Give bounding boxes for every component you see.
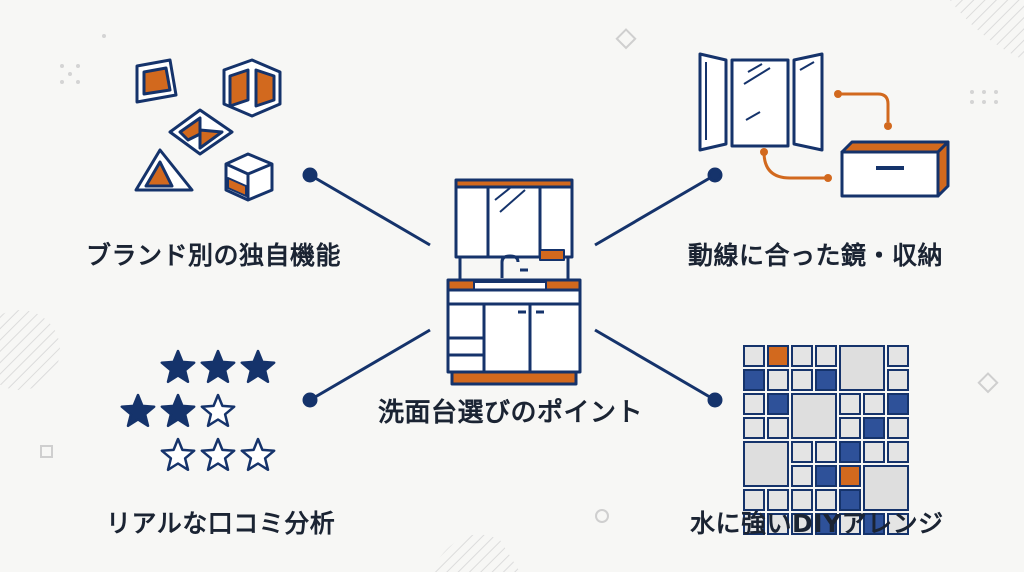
tile <box>815 465 837 487</box>
tile <box>887 369 909 391</box>
filled-star-icon <box>120 393 156 428</box>
empty-star-icon <box>200 437 236 472</box>
connector-diy <box>594 328 716 402</box>
tile <box>839 489 861 511</box>
tile <box>887 393 909 415</box>
tile <box>791 345 813 367</box>
tile <box>839 513 861 535</box>
tile <box>887 417 909 439</box>
tile <box>815 345 837 367</box>
tile <box>743 513 765 535</box>
connector-mirror <box>594 173 716 247</box>
tile <box>767 345 789 367</box>
tile <box>767 513 789 535</box>
large-tile <box>791 393 837 439</box>
tile <box>791 441 813 463</box>
tile <box>767 489 789 511</box>
connector-brand <box>309 173 431 247</box>
tile <box>863 441 885 463</box>
tile <box>839 465 861 487</box>
vanity-cabinet-icon <box>446 178 582 386</box>
tile-mosaic-icon <box>743 345 909 535</box>
filled-star-icon <box>160 349 196 384</box>
tile <box>887 441 909 463</box>
tile <box>767 417 789 439</box>
tile <box>815 369 837 391</box>
tile <box>815 489 837 511</box>
empty-star-icon <box>200 393 236 428</box>
tile <box>743 393 765 415</box>
tile <box>839 417 861 439</box>
mirror-storage-icon <box>698 52 950 198</box>
point-label-brand: ブランド別の独自機能 <box>86 241 342 270</box>
large-tile <box>863 465 909 511</box>
empty-star-icon <box>160 437 196 472</box>
tile <box>791 489 813 511</box>
tile <box>863 513 885 535</box>
tile <box>743 489 765 511</box>
tile <box>815 513 837 535</box>
tile <box>791 369 813 391</box>
tile <box>863 393 885 415</box>
tile <box>839 441 861 463</box>
filled-star-icon <box>160 393 196 428</box>
large-tile <box>743 441 789 487</box>
tile <box>791 513 813 535</box>
tile <box>743 417 765 439</box>
tile <box>767 393 789 415</box>
filled-star-icon <box>200 349 236 384</box>
tile <box>743 345 765 367</box>
large-tile <box>839 345 885 391</box>
tile <box>839 393 861 415</box>
empty-star-icon <box>240 437 276 472</box>
brand-blocks-icon <box>134 58 282 202</box>
connector-lines <box>302 167 723 408</box>
point-label-diy: 水に強いDIYアレンジ <box>690 509 944 538</box>
point-label-reviews: リアルな口コミ分析 <box>106 509 336 538</box>
filled-star-icon <box>240 349 276 384</box>
tile <box>887 513 909 535</box>
tile <box>815 441 837 463</box>
tile <box>887 345 909 367</box>
tile <box>863 417 885 439</box>
point-label-mirror: 動線に合った鏡・収納 <box>688 241 944 270</box>
tile <box>743 369 765 391</box>
star-rating-icon <box>120 349 276 472</box>
connector-reviews <box>309 328 431 402</box>
tile <box>767 369 789 391</box>
center-label: 洗面台選びのポイント <box>378 398 644 428</box>
tile <box>791 465 813 487</box>
